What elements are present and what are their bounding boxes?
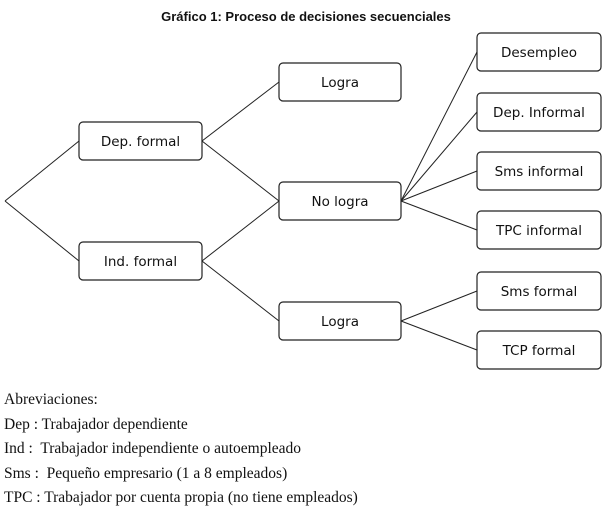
node-dep-formal: Dep. formal (78, 121, 203, 161)
node-sms-formal-label: Sms formal (501, 284, 578, 300)
node-sms-informal: Sms informal (476, 151, 602, 191)
node-tcp-formal-label: TCP formal (502, 343, 576, 359)
node-logra-bottom-label: Logra (321, 314, 359, 330)
node-tpc-informal: TPC informal (476, 210, 602, 250)
node-logra-top: Logra (278, 62, 402, 102)
edge-ind-nologra (201, 200, 280, 262)
edge-nologra-depinformal (400, 111, 478, 202)
diagram-title: Gráfico 1: Proceso de decisiones secuenc… (161, 9, 451, 24)
connectors (4, 51, 478, 351)
abbreviation-item: Ind : Trabajador independiente o autoemp… (4, 440, 302, 457)
node-tpc-informal-label: TPC informal (495, 223, 582, 239)
abbreviations-legend: Abreviaciones: Dep : Trabajador dependie… (4, 388, 358, 511)
node-ind-formal-label: Ind. formal (104, 254, 177, 270)
abbreviation-item: Sms : Pequeño empresario (1 a 8 empleado… (4, 464, 288, 482)
edge-logra-tcpformal (400, 320, 478, 351)
node-logra-top-label: Logra (321, 75, 359, 91)
node-tcp-formal: TCP formal (476, 330, 602, 370)
edge-root-dep-formal (4, 140, 80, 202)
edge-ind-logra (201, 260, 280, 322)
abbreviations-heading: Abreviaciones: (4, 391, 98, 408)
node-sms-informal-label: Sms informal (495, 164, 584, 180)
abbreviation-item: TPC : Trabajador por cuenta propia (no t… (4, 489, 358, 506)
edge-dep-nologra (201, 140, 280, 202)
node-dep-formal-label: Dep. formal (101, 134, 180, 150)
node-desempleo-label: Desempleo (501, 45, 577, 61)
node-no-logra: No logra (278, 181, 402, 221)
edge-nologra-desempleo (400, 51, 478, 202)
node-dep-informal-label: Dep. Informal (493, 105, 585, 121)
edge-logra-smsformal (400, 290, 478, 322)
node-ind-formal: Ind. formal (78, 241, 203, 281)
edge-nologra-smsinformal (400, 170, 478, 202)
node-sms-formal: Sms formal (476, 271, 602, 311)
node-dep-informal: Dep. Informal (476, 92, 602, 132)
node-no-logra-label: No logra (311, 194, 368, 210)
edge-root-ind-formal (4, 200, 80, 262)
edge-nologra-tpcinformal (400, 200, 478, 231)
decision-tree: Dep. formal Ind. formal Logra No logra L… (4, 32, 602, 370)
edge-dep-logra (201, 81, 280, 142)
node-logra-bottom: Logra (278, 301, 402, 341)
abbreviation-item: Dep : Trabajador dependiente (4, 415, 188, 433)
node-desempleo: Desempleo (476, 32, 602, 72)
